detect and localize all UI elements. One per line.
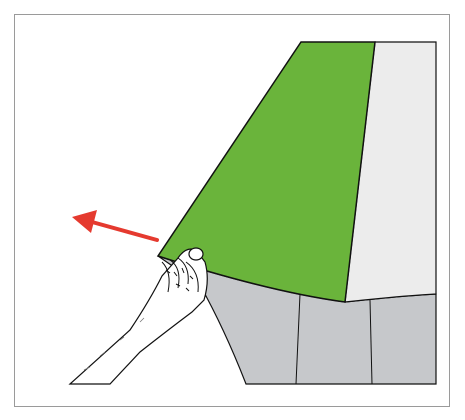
pull-direction-arrow	[72, 210, 159, 242]
wall-seam-right	[369, 299, 373, 385]
wall-seam-left	[295, 293, 301, 385]
hand-illustration	[68, 247, 208, 385]
